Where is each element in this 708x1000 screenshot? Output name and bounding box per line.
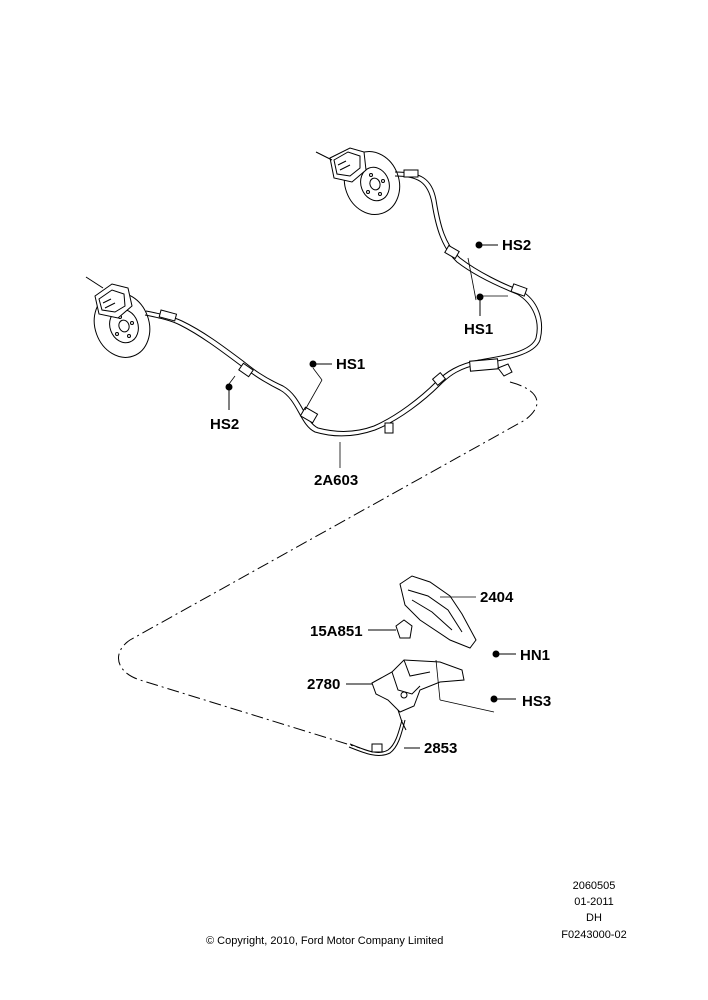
label-front-cable-2853: 2853 [424, 740, 458, 757]
label-cable-2a603: 2A603 [314, 472, 359, 489]
label-hs1-right: HS1 [464, 321, 494, 338]
front-brake-cable [348, 719, 420, 756]
parking-brake-lever [346, 659, 465, 731]
right-rear-brake-assembly [315, 147, 401, 215]
lever-bracket [368, 619, 413, 639]
footer-figure-number: F0243000-02 [561, 929, 627, 941]
fasteners [225, 241, 516, 703]
connection-dashdot-line [118, 381, 538, 749]
label-hs2-upper: HS2 [502, 237, 532, 254]
footer-initials: DH [586, 912, 602, 924]
lever-cover [399, 575, 477, 649]
hn1-nut [492, 650, 500, 658]
hs3-screw [490, 695, 498, 703]
hs2-upper-bolt [475, 241, 483, 249]
label-hs1-mid: HS1 [336, 356, 366, 373]
label-lever-2780: 2780 [307, 676, 341, 693]
label-hs2-left: HS2 [210, 416, 240, 433]
label-screw-hs3: HS3 [522, 693, 552, 710]
footer-copyright: © Copyright, 2010, Ford Motor Company Li… [206, 935, 444, 947]
hs1-mid-bolt [309, 360, 317, 368]
label-bracket-15a851: 15A851 [310, 623, 363, 640]
rear-brake-cable [144, 169, 543, 437]
label-nut-hn1: HN1 [520, 647, 551, 664]
hs2-left-bolt [225, 383, 233, 391]
footer-date: 01-2011 [574, 896, 614, 908]
footer-code: 2060505 [572, 880, 616, 892]
leader-lines [228, 257, 508, 713]
left-rear-brake-assembly [85, 276, 151, 358]
hs1-right-bolt [476, 293, 484, 301]
label-cover-2404: 2404 [480, 589, 514, 606]
